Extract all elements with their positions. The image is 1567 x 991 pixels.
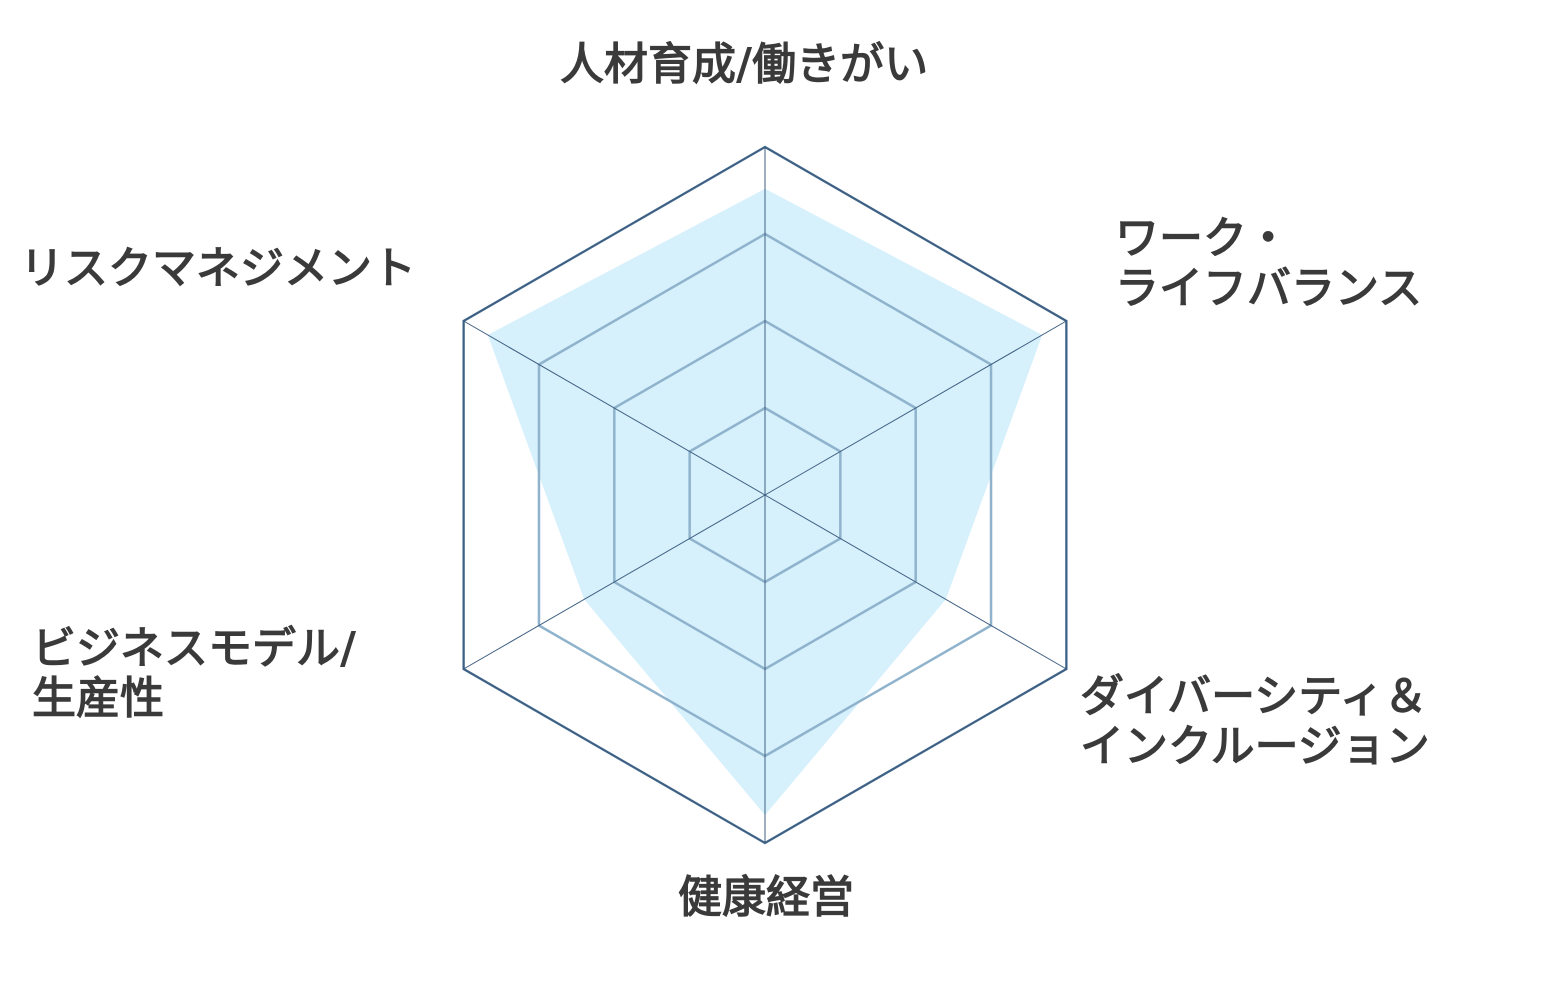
axis-label-jinzai: 人材育成/働きがい [560,39,929,90]
axis-label-risk: リスクマネジメント [20,243,416,294]
axis-spoke-4 [463,494,766,670]
axis-spoke-1 [764,320,1067,496]
axis-label-business-model: ビジネスモデル/ 生産性 [32,623,357,724]
axis-spoke-2 [764,494,1067,670]
axis-spoke-5 [463,320,766,496]
axis-label-health: 健康経営 [678,872,854,923]
axis-label-work-life: ワーク・ ライフバランス [1115,213,1423,314]
axis-label-diversity: ダイバーシティ＆ インクルージョン [1080,671,1430,772]
